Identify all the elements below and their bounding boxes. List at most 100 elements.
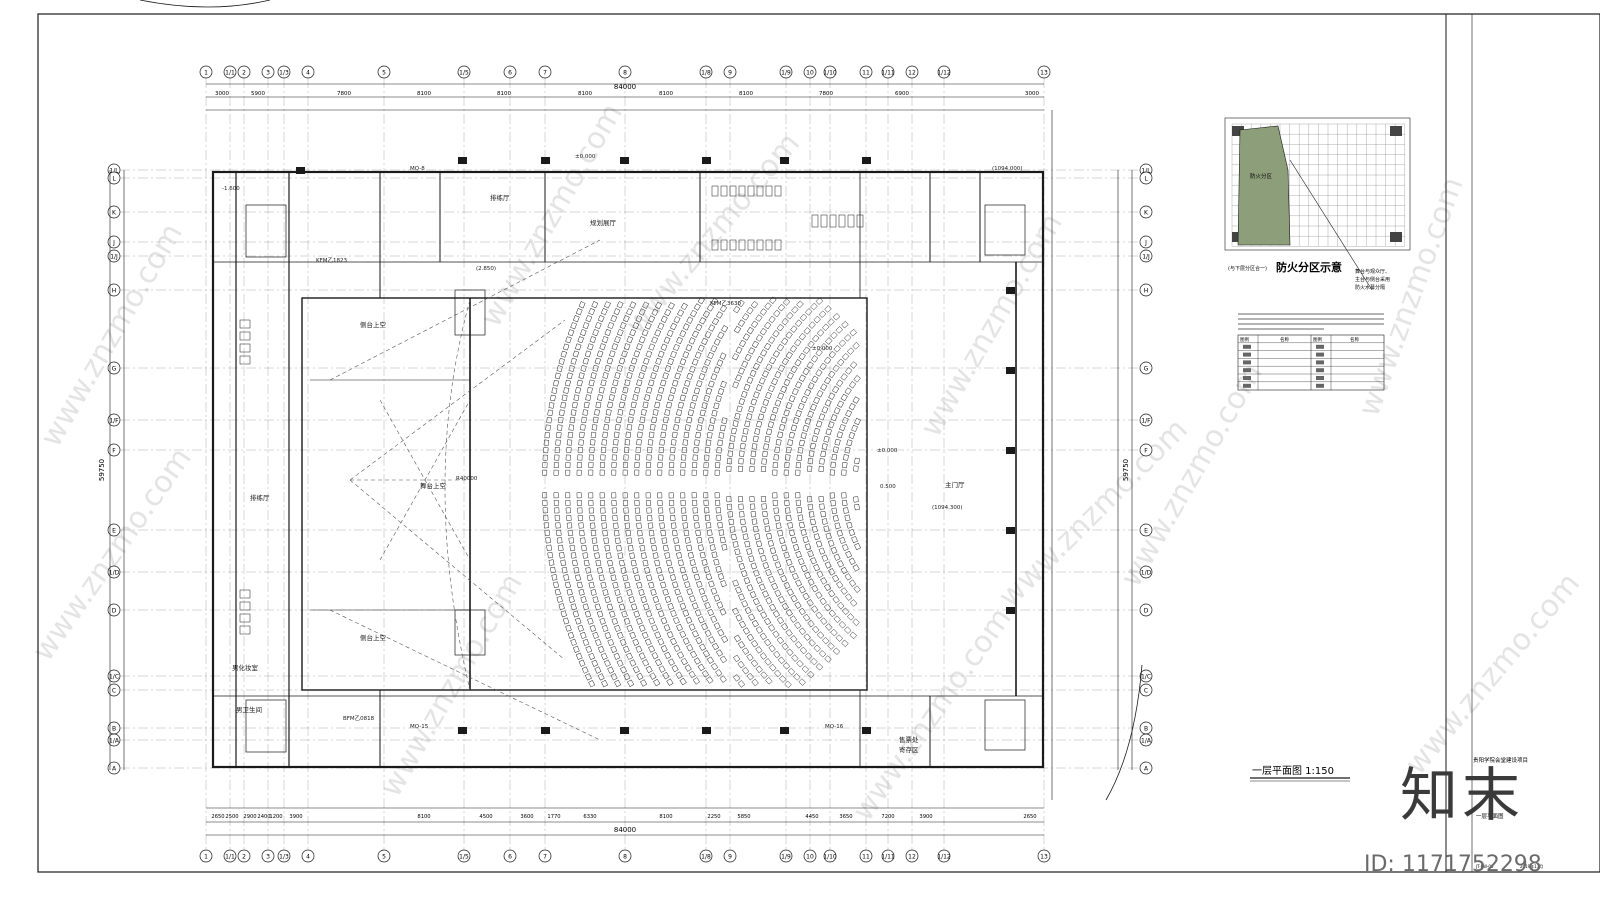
grid-bubble — [1037, 65, 1051, 79]
seat — [673, 316, 681, 324]
seat — [669, 499, 675, 506]
seat — [673, 644, 681, 652]
seat — [738, 367, 745, 375]
seat — [736, 405, 743, 413]
seat — [848, 579, 857, 587]
seat — [699, 409, 706, 417]
seat — [741, 435, 747, 442]
seat — [562, 343, 570, 351]
seat — [682, 439, 689, 446]
seat — [742, 313, 750, 321]
seat — [795, 551, 802, 558]
seat — [697, 296, 705, 305]
seat — [604, 596, 611, 604]
grid-bubble-label: 8 — [623, 854, 627, 861]
seat — [611, 500, 617, 506]
seat — [683, 431, 690, 439]
seat — [672, 581, 679, 589]
wall-hatches — [296, 157, 1015, 734]
seat — [717, 439, 723, 446]
seat — [618, 559, 625, 567]
seat — [689, 595, 696, 603]
seat — [641, 631, 649, 639]
seat — [693, 657, 701, 665]
grid-bubble-label: 1/D — [109, 570, 120, 577]
seat — [604, 416, 611, 423]
seat — [639, 544, 646, 552]
seat — [772, 330, 780, 338]
seat — [819, 503, 825, 510]
radius-label: R40000 — [456, 476, 478, 482]
seat — [614, 537, 621, 544]
seat — [719, 352, 727, 360]
seat — [803, 633, 811, 641]
seat — [693, 387, 701, 395]
seat — [660, 379, 667, 387]
seat — [816, 390, 824, 398]
seat — [698, 587, 706, 595]
seat — [807, 550, 814, 558]
seat — [666, 401, 673, 409]
grid-bubble — [503, 849, 517, 863]
seat — [844, 446, 851, 454]
seat — [737, 641, 746, 649]
seat — [715, 395, 722, 403]
seat — [674, 544, 681, 552]
seat — [739, 450, 745, 457]
seat — [759, 328, 767, 336]
grid-bubble — [377, 65, 391, 79]
dim-label-bottom: 2400 — [257, 814, 270, 820]
seat — [751, 678, 759, 687]
seat — [657, 322, 665, 330]
seat — [824, 377, 832, 385]
seat — [746, 326, 754, 335]
seat — [781, 357, 789, 366]
seat — [572, 645, 580, 653]
seat — [800, 432, 807, 439]
seat — [547, 409, 554, 416]
seat — [600, 507, 606, 514]
seat — [852, 564, 860, 572]
seat — [732, 607, 739, 615]
seat — [562, 617, 570, 625]
seat — [795, 499, 802, 506]
seat — [749, 503, 756, 510]
seat — [831, 454, 838, 461]
seat — [695, 323, 703, 332]
seat — [584, 610, 592, 618]
wc-stall — [756, 185, 764, 197]
seat — [785, 629, 793, 637]
seat — [641, 329, 649, 337]
room-rehearsal-top: 排练厅 — [490, 193, 510, 202]
seat — [568, 537, 575, 544]
seat — [811, 525, 818, 533]
seat — [560, 610, 567, 618]
seat — [788, 529, 795, 537]
room-dressing: 男化妆室 — [232, 663, 259, 672]
seat — [620, 567, 627, 574]
seat — [777, 431, 784, 439]
seat — [744, 606, 752, 615]
wall-mq16: MQ-16 — [825, 724, 844, 730]
seat — [715, 507, 721, 514]
seat — [543, 439, 550, 446]
seat — [702, 310, 710, 318]
seat — [666, 329, 674, 337]
seat — [703, 492, 709, 499]
seat — [844, 387, 852, 395]
elev-zero-foyer: ±0.000 — [877, 448, 898, 454]
seat — [669, 454, 675, 461]
seat — [647, 446, 653, 453]
seat — [738, 458, 744, 465]
seat — [779, 675, 787, 683]
grid-bubble-label: 1/5 — [459, 854, 469, 861]
seat — [600, 652, 608, 660]
seat — [590, 529, 597, 537]
seat — [662, 588, 669, 596]
seat — [679, 330, 687, 338]
seat — [652, 552, 659, 559]
seat — [798, 439, 805, 447]
seat — [786, 588, 794, 596]
